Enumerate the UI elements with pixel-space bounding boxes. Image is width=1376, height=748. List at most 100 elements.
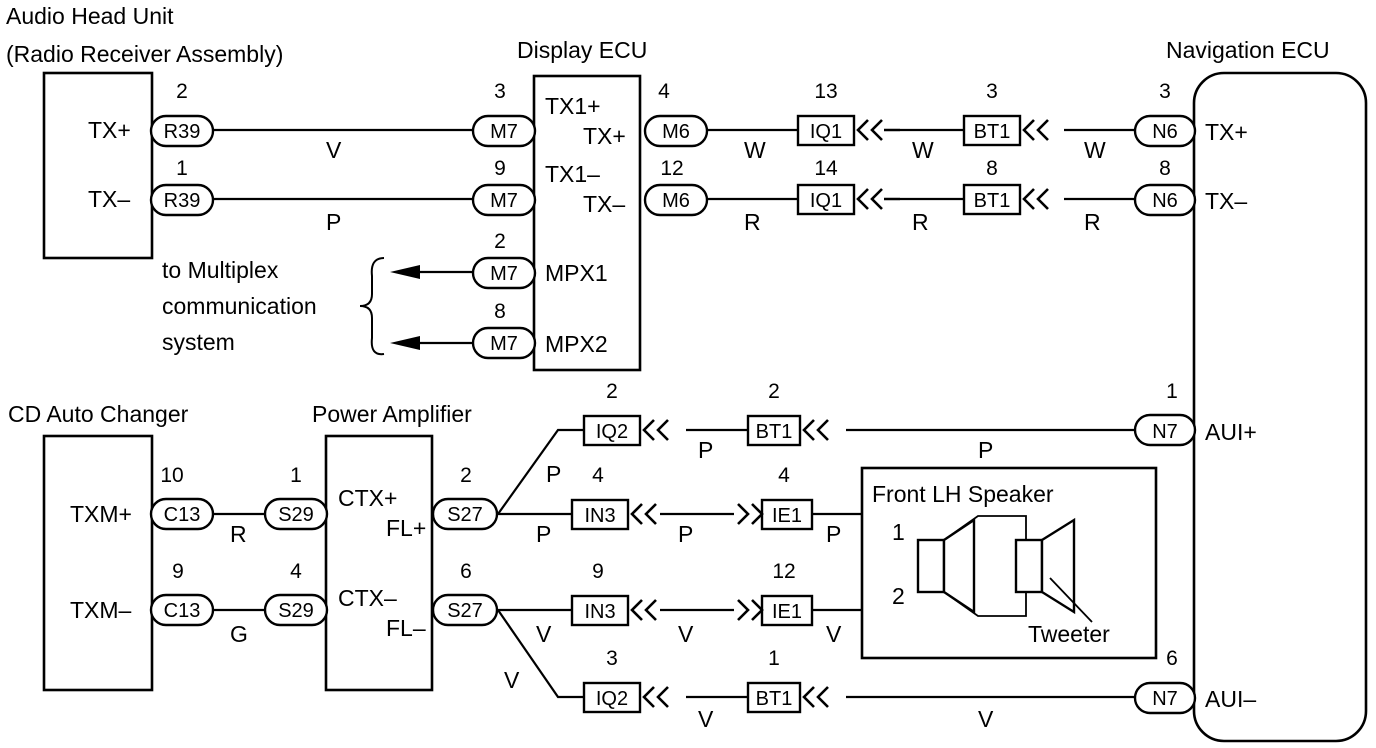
connector-s29-b — [263, 593, 329, 627]
connector-bt1-b — [962, 183, 1022, 216]
display-ecu-title: Display ECU — [517, 37, 647, 63]
audio-head-unit-title: Audio Head Unit — [6, 3, 174, 29]
connector-m7-b — [471, 183, 537, 217]
wire-color-label: V — [536, 621, 552, 647]
wire-color-label: G — [230, 621, 248, 647]
wire-color-label: P — [546, 461, 561, 487]
pin-label: FL+ — [386, 515, 426, 541]
cd-auto-changer-box — [42, 434, 154, 692]
connector-id: BT1 — [974, 121, 1011, 143]
pin-number: 3 — [494, 80, 506, 103]
pin-numbers: 2 1 3 9 2 8 4 12 13 14 3 8 3 8 2 2 1 10 … — [160, 80, 1178, 670]
connector-s27-b — [431, 593, 499, 627]
pin-number: 12 — [772, 560, 795, 583]
tweeter-icon — [1014, 517, 1093, 623]
audio-head-unit-subtitle: (Radio Receiver Assembly) — [6, 41, 283, 67]
power-amplifier-title: Power Amplifier — [312, 401, 472, 427]
connector-s27-a — [431, 497, 499, 531]
wire-color-label: V — [826, 621, 842, 647]
wire-color-label: R — [744, 209, 761, 235]
connector-id: N7 — [1152, 688, 1178, 710]
connector-n6-a — [1133, 114, 1197, 148]
connector-id: S27 — [447, 600, 483, 622]
connector-id: R39 — [164, 121, 201, 143]
pin-label: TXM– — [70, 597, 132, 623]
pin-number: 8 — [1159, 157, 1171, 180]
connector-m7-a — [471, 114, 537, 148]
pin-number: 4 — [778, 464, 790, 487]
connector-s29-a — [263, 497, 329, 531]
pin-number: 8 — [494, 300, 506, 323]
connector-id: N7 — [1152, 421, 1178, 443]
connector-id: S29 — [278, 600, 314, 622]
pin-number: 2 — [176, 80, 188, 103]
pin-number: 13 — [814, 80, 837, 103]
pin-number: 1 — [1166, 380, 1178, 403]
connector-id: IE1 — [772, 601, 802, 623]
display-ecu-box — [532, 74, 642, 372]
wire-color-label: R — [1084, 209, 1101, 235]
connector-in3-a — [570, 498, 630, 531]
pin-label: CTX+ — [338, 485, 397, 511]
pin-number: 4 — [290, 560, 302, 583]
audio-head-unit-box — [42, 71, 154, 260]
pin-label: TX+ — [88, 117, 131, 143]
pin-label: 1 — [892, 519, 905, 545]
connector-id: IN3 — [584, 505, 615, 527]
connector-id: S27 — [447, 504, 483, 526]
connector-id: N6 — [1152, 121, 1178, 143]
wire-color-label: W — [744, 137, 766, 163]
connector-id: M6 — [662, 121, 690, 143]
wire-color-label: P — [326, 209, 341, 235]
connector-m6-b — [643, 183, 709, 217]
junction-connectors — [570, 114, 1022, 714]
pin-label: FL– — [386, 615, 426, 641]
connector-in3-b — [570, 594, 630, 627]
connector-id: BT1 — [756, 688, 793, 710]
pin-number: 9 — [172, 560, 184, 583]
pin-label: TX– — [88, 186, 130, 212]
front-lh-speaker-title: Front LH Speaker — [872, 481, 1054, 507]
pin-number: 3 — [606, 647, 618, 670]
pin-number: 4 — [592, 464, 604, 487]
pin-label: TX1– — [545, 161, 600, 187]
connector-bt1-a — [962, 114, 1022, 147]
connector-bt1-c — [746, 414, 802, 447]
cd-auto-changer-title: CD Auto Changer — [8, 401, 189, 427]
connector-n7-a — [1133, 413, 1197, 447]
connector-id: IE1 — [772, 505, 802, 527]
connector-id: IQ2 — [596, 688, 628, 710]
connector-r39-b — [149, 183, 215, 217]
pin-number: 1 — [290, 464, 302, 487]
wire-color-label: R — [912, 209, 929, 235]
power-amplifier-box — [324, 434, 434, 692]
pin-number: 1 — [176, 157, 188, 180]
wire-color-label: P — [698, 437, 713, 463]
multiplex-note-line1: to Multiplex — [162, 257, 279, 283]
connector-pills — [149, 114, 1197, 715]
pin-number: 12 — [660, 157, 683, 180]
connector-ids: R39 R39 M7 M7 M7 M7 M6 M6 IQ1 IQ1 BT1 BT… — [164, 121, 1178, 710]
pin-label: TX– — [1205, 188, 1247, 214]
pin-number: 2 — [768, 380, 780, 403]
wire-s27-iq2-p — [497, 428, 584, 515]
connector-n6-b — [1133, 183, 1197, 217]
speaker-icon — [916, 515, 1027, 617]
pin-number: 9 — [592, 560, 604, 583]
pin-number: 6 — [460, 560, 472, 583]
wire-color-label: P — [978, 437, 993, 463]
pin-label: 2 — [892, 583, 905, 609]
connector-m6-a — [643, 114, 709, 148]
pin-number: 8 — [986, 157, 998, 180]
wire-color-label: V — [698, 706, 714, 732]
pin-label: TX1+ — [545, 93, 601, 119]
pin-number: 1 — [768, 647, 780, 670]
pin-label: AUI– — [1205, 686, 1256, 712]
connector-id: M7 — [490, 121, 518, 143]
pin-number: 6 — [1166, 647, 1178, 670]
pin-number: 2 — [460, 464, 472, 487]
connector-id: C13 — [164, 504, 201, 526]
wire-color-label: V — [326, 137, 342, 163]
connector-iq1-a — [796, 114, 856, 147]
multiplex-note-line2: communication — [162, 293, 317, 319]
